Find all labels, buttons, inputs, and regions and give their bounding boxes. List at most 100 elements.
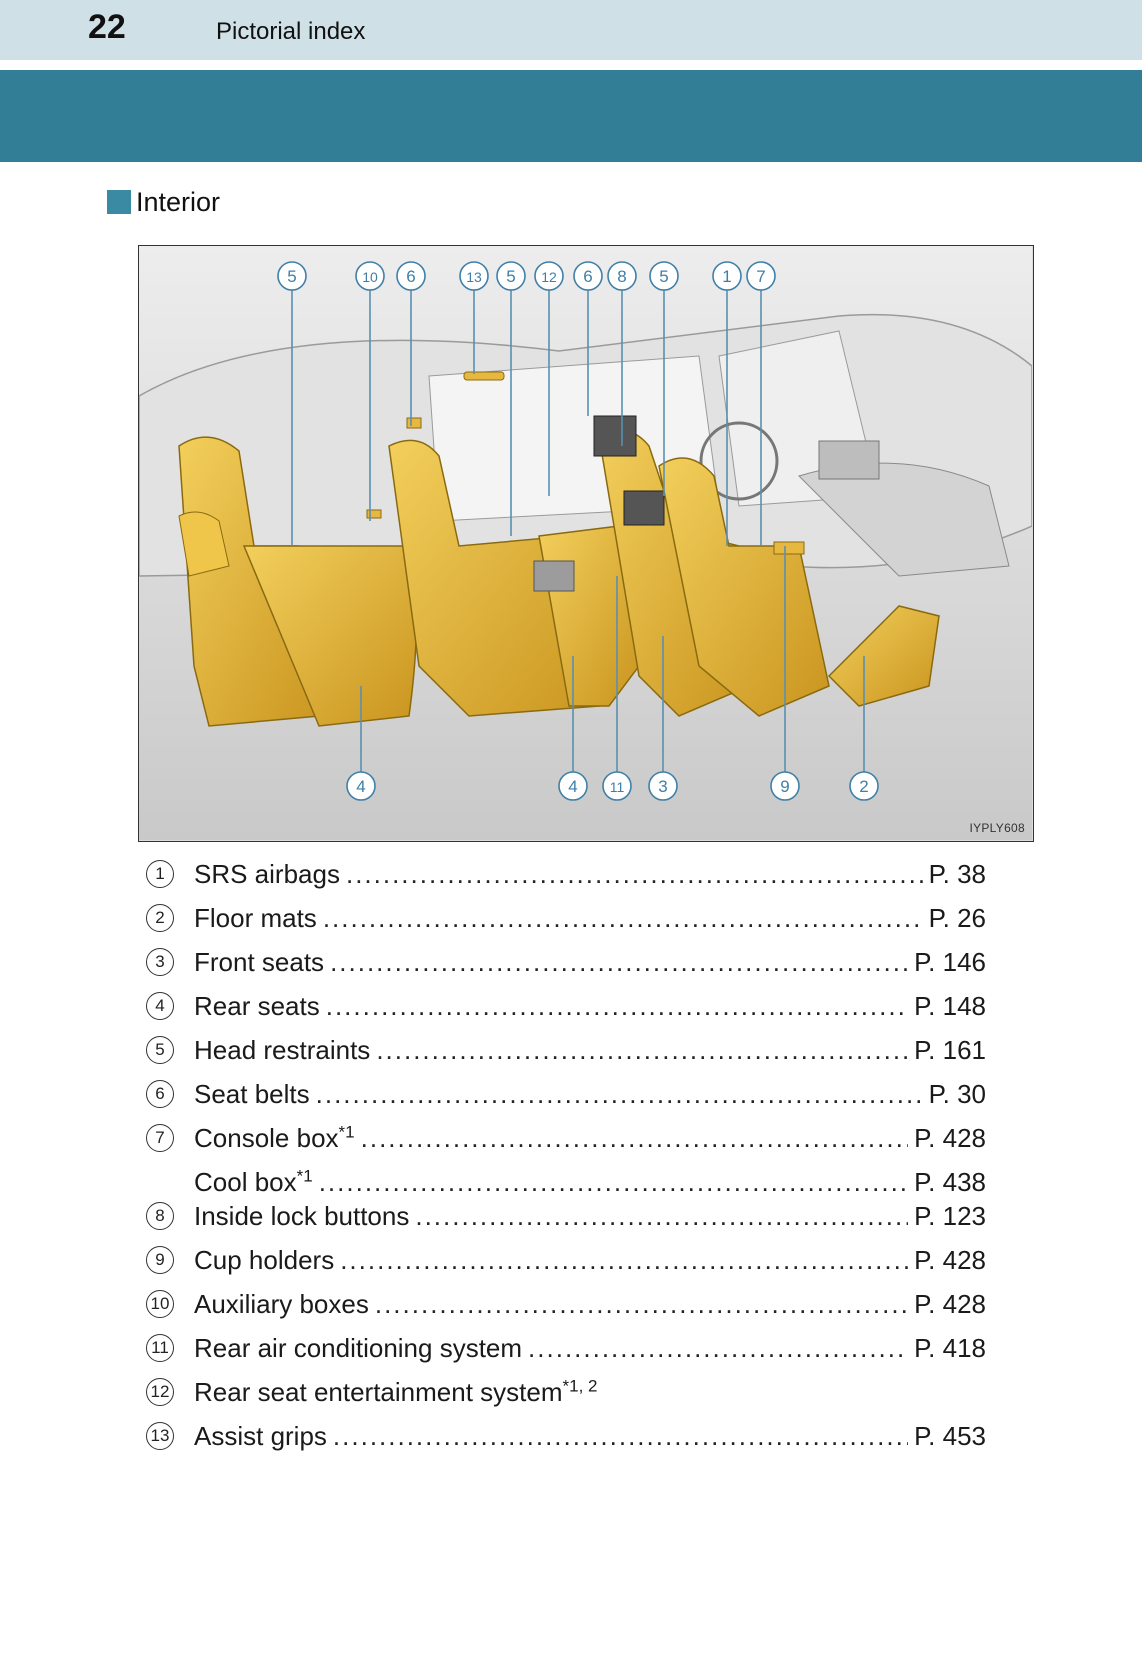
list-item: 10 Auxiliary boxes P. 428 (146, 1284, 986, 1328)
item-number-badge: 3 (146, 948, 174, 976)
callout-number: 2 (859, 777, 868, 796)
callout-number: 9 (780, 777, 789, 796)
dot-leader (323, 898, 923, 938)
dot-leader (375, 1284, 908, 1324)
item-page-ref[interactable]: P. 26 (928, 903, 986, 933)
list-item: 6 Seat belts P. 30 (146, 1074, 986, 1118)
item-label: SRS airbags (194, 859, 340, 889)
item-page-ref[interactable]: P. 30 (928, 1079, 986, 1109)
item-page-ref[interactable]: P. 453 (914, 1421, 986, 1451)
callout-number: 3 (658, 777, 667, 796)
list-item: Cool box*1 P. 438 (146, 1162, 986, 1197)
callout-circle (534, 261, 564, 291)
dot-leader (376, 1030, 908, 1070)
dot-leader (326, 986, 908, 1026)
item-label: Rear seat entertainment system*1, 2 (194, 1376, 598, 1407)
dot-leader (316, 1074, 923, 1114)
item-label: Assist grips (194, 1421, 327, 1451)
callout-number: 11 (610, 779, 625, 795)
callout-number: 5 (287, 267, 296, 286)
item-page-ref[interactable]: P. 438 (914, 1167, 986, 1197)
item-page-ref[interactable]: P. 148 (914, 991, 986, 1021)
dot-leader (415, 1196, 908, 1236)
list-item: 3 Front seats P. 146 (146, 942, 986, 986)
callout-number: 4 (568, 777, 577, 796)
item-page-ref[interactable]: P. 418 (914, 1333, 986, 1363)
header-band (0, 70, 1142, 162)
list-item: 1 SRS airbags P. 38 (146, 854, 986, 898)
index-list: 1 SRS airbags P. 38 2 Floor mats P. 26 3 Front … (146, 854, 986, 1460)
item-number-badge: 6 (146, 1080, 174, 1108)
item-label: Head restraints (194, 1035, 371, 1065)
item-number-badge: 10 (146, 1290, 174, 1318)
item-page-ref[interactable]: P. 146 (914, 947, 986, 977)
callout-number: 7 (756, 267, 765, 286)
item-label: Seat belts (194, 1079, 310, 1109)
callout-number: 5 (659, 267, 668, 286)
callout-circle (648, 771, 678, 801)
item-page-ref[interactable]: P. 428 (914, 1289, 986, 1319)
item-label: Rear seats (194, 991, 320, 1021)
callout-number: 1 (722, 267, 731, 286)
item-label: Front seats (194, 947, 325, 977)
callout-circle (607, 261, 637, 291)
list-item: 2 Floor mats P. 26 (146, 898, 986, 942)
callout-circle (573, 261, 603, 291)
callout-circle (849, 771, 879, 801)
callout-circle (346, 771, 376, 801)
callout-number: 6 (583, 267, 592, 286)
item-label: Cup holders (194, 1245, 335, 1275)
callout-circle (712, 261, 742, 291)
callout-circle (649, 261, 679, 291)
item-number-badge: 5 (146, 1036, 174, 1064)
callout-circle (746, 261, 776, 291)
item-page-ref[interactable]: P. 428 (914, 1245, 986, 1275)
callout-number: 13 (466, 269, 482, 285)
page-number: 22 (88, 8, 126, 46)
callout-circle (396, 261, 426, 291)
item-label: Auxiliary boxes (194, 1289, 369, 1319)
section-heading: Interior (107, 186, 220, 218)
item-footnote-mark: *1, 2 (562, 1376, 598, 1396)
item-label: Floor mats (194, 903, 317, 933)
item-page-ref[interactable]: P. 123 (914, 1201, 986, 1231)
dot-leader (528, 1328, 908, 1368)
callout-circle (459, 261, 489, 291)
item-number-badge: 1 (146, 860, 174, 888)
item-number-badge: 8 (146, 1202, 174, 1230)
callout-circle (602, 771, 632, 801)
item-number-badge: 2 (146, 904, 174, 932)
item-footnote-mark: *1 (296, 1166, 313, 1186)
callout-circle (558, 771, 588, 801)
section-square-icon (107, 190, 131, 214)
dot-leader (340, 1240, 908, 1280)
callout-number: 4 (356, 777, 365, 796)
callout-circle (277, 261, 307, 291)
item-number-badge: 7 (146, 1124, 174, 1152)
header-bar (0, 0, 1142, 60)
item-page-ref[interactable]: P. 161 (914, 1035, 986, 1065)
callout-circle (496, 261, 526, 291)
callout-number: 8 (617, 267, 626, 286)
item-number-badge: 9 (146, 1246, 174, 1274)
dot-leader (346, 854, 923, 894)
item-number-badge: 13 (146, 1422, 174, 1450)
item-page-ref[interactable]: P. 38 (928, 859, 986, 889)
list-item: 9 Cup holders P. 428 (146, 1240, 986, 1284)
item-page-ref[interactable]: P. 428 (914, 1123, 986, 1153)
page-title: Pictorial index (216, 18, 366, 45)
callout-number: 6 (406, 267, 415, 286)
item-label: Cool box*1 (194, 1166, 313, 1197)
section-title: Interior (136, 186, 221, 217)
dot-leader (333, 1416, 908, 1456)
list-item: 8 Inside lock buttons P. 123 (146, 1196, 986, 1240)
item-number-badge: 11 (146, 1334, 174, 1362)
dot-leader (361, 1118, 909, 1158)
callout-circle (355, 261, 385, 291)
item-label: Inside lock buttons (194, 1201, 410, 1231)
